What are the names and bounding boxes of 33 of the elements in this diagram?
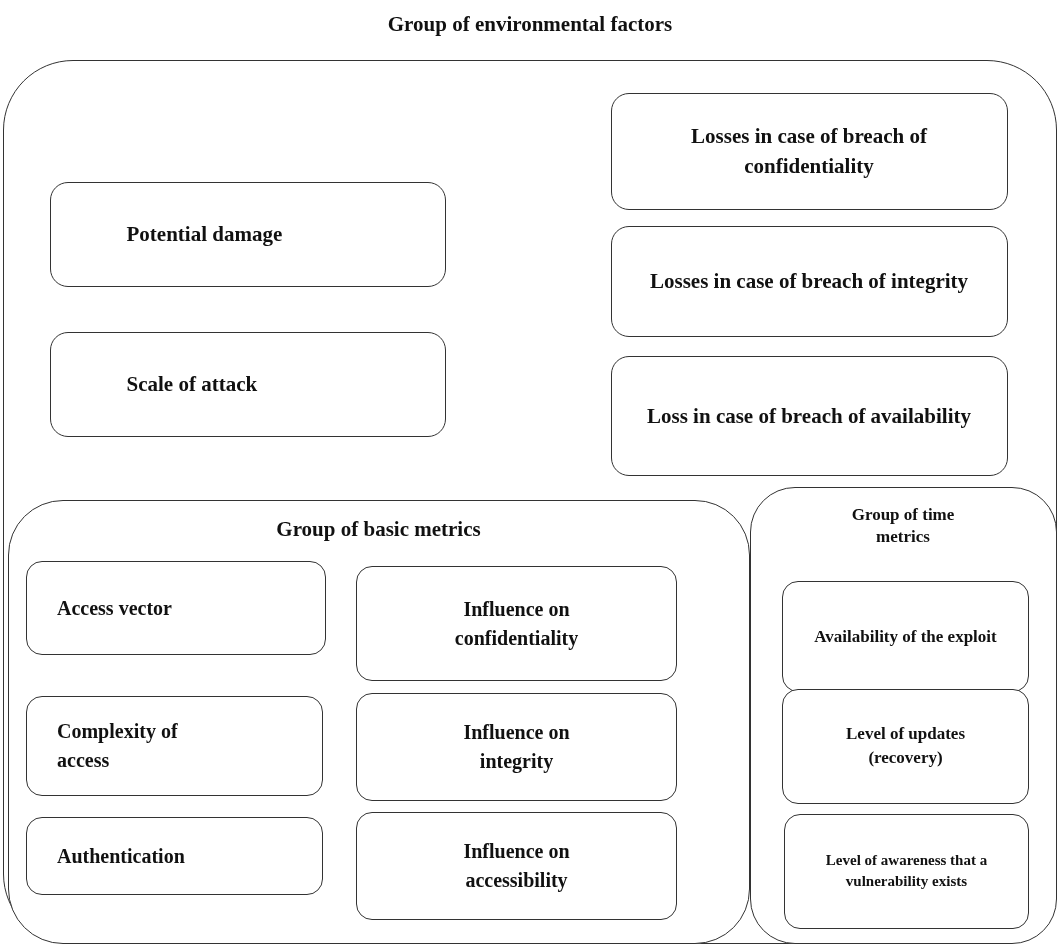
rounded-box [26,561,326,655]
box-label: Influence on integrity [462,720,571,775]
rounded-box [782,689,1029,804]
group-panel [749,486,1057,944]
box-label: Loss in case of breach of availability [646,402,972,430]
rounded-box [356,693,677,801]
box-label: Potential damage [125,220,284,248]
rounded-box [784,814,1029,929]
box-label: Influence on accessibility [462,839,571,894]
group-heading: Group of environmental factors [386,11,674,38]
rounded-box [610,355,1008,476]
rounded-box [26,696,323,796]
box-label: Complexity of access [56,719,179,773]
box-label: Level of updates (recovery) [845,722,966,770]
group-heading: Group of time metrics [850,503,956,549]
rounded-box [49,331,446,437]
box-label: Level of awareness that a vulnerability exists [824,850,989,892]
box-label: Losses in case of breach of integrity [648,267,970,295]
box-label: Availability of the exploit [813,625,998,648]
box-label: Scale of attack [125,370,259,398]
rounded-box [610,92,1008,210]
box-label: Authentication [56,843,186,869]
group-heading: Group of basic metrics [275,515,482,543]
box-label: Losses in case of breach of confidentiality [690,122,929,180]
rounded-box [782,581,1029,692]
rounded-box [610,225,1008,337]
box-label: Access vector [56,595,173,621]
rounded-box [26,817,323,895]
group-panel [7,499,750,944]
rounded-box [356,812,677,920]
box-label: Influence on confidentiality [453,596,580,652]
rounded-box [356,566,677,681]
rounded-box [49,181,446,287]
